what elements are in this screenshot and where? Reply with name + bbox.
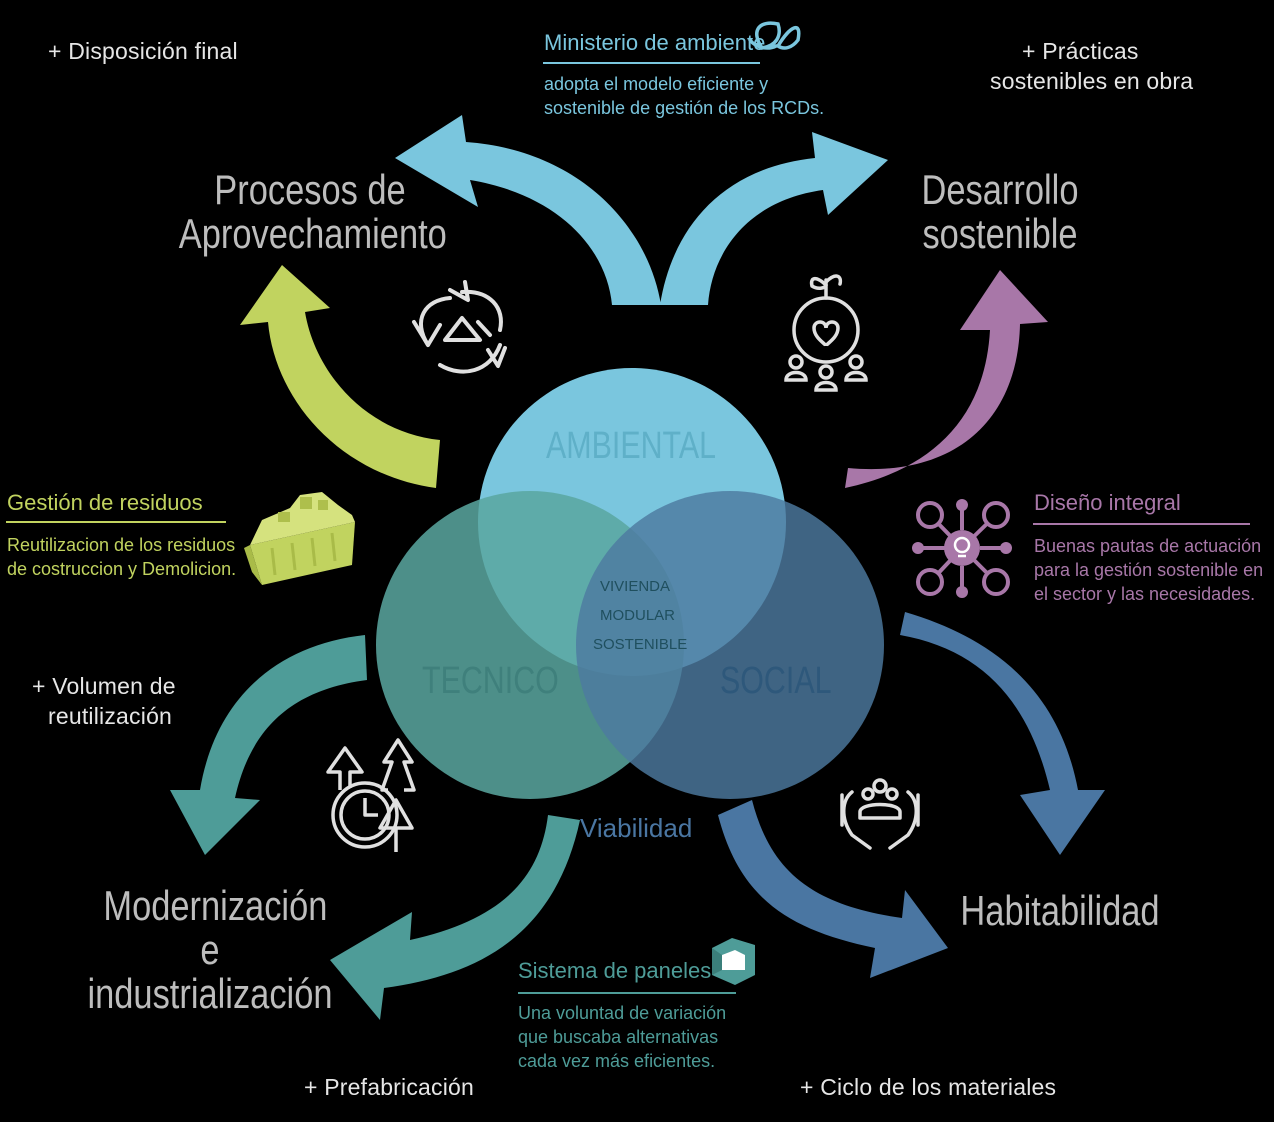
callout-sistema-line1: Una voluntad de variación — [518, 1003, 727, 1023]
callout-diseno-title: Diseño integral — [1034, 490, 1181, 515]
callout-sistema-line3: cada vez más eficientes. — [518, 1051, 716, 1071]
label-center-line1: VIVIENDA — [600, 578, 671, 595]
note-practicas-2: sostenibles en obra — [990, 68, 1194, 94]
note-volumen-2: reutilización — [48, 703, 173, 729]
label-tecnico: TECNICO — [422, 660, 559, 702]
heading-habitabilidad: Habitabilidad — [960, 887, 1160, 934]
callout-sistema-title: Sistema de paneles — [518, 958, 712, 983]
arrow-teal-left — [170, 635, 367, 855]
recycle-icon — [412, 280, 507, 374]
label-social: SOCIAL — [720, 660, 832, 702]
network-idea-icon — [912, 499, 1012, 598]
label-ambiental: AMBIENTAL — [546, 425, 717, 467]
hands-community-icon — [840, 778, 920, 850]
arrow-green — [240, 265, 440, 488]
arrow-purple — [845, 270, 1048, 488]
heading-desarrollo-2: sostenible — [922, 210, 1078, 257]
heading-desarrollo-1: Desarrollo — [921, 166, 1079, 213]
note-ciclo: + Ciclo de los materiales — [800, 1074, 1057, 1100]
callout-diseno-line2: para la gestión sostenible en — [1034, 560, 1264, 580]
label-center-line3: SOSTENIBLE — [593, 636, 688, 653]
panel-box-icon — [712, 938, 755, 985]
callout-ministerio-title: Ministerio de ambiente — [544, 30, 766, 55]
waste-container-icon — [244, 492, 355, 585]
callout-ministerio-line1: adopta el modelo eficiente y — [544, 74, 769, 94]
heading-procesos-1: Procesos de — [214, 166, 406, 213]
arrow-blue-bottom — [718, 800, 948, 978]
heading-procesos-2: Aprovechamiento — [178, 210, 447, 257]
growth-clock-icon — [326, 738, 416, 852]
arrow-blue-right — [900, 612, 1105, 855]
note-volumen-1: + Volumen de — [32, 673, 176, 699]
callout-diseno-line3: el sector y las necesidades. — [1034, 584, 1256, 604]
note-disposicion: + Disposición final — [48, 38, 238, 64]
callout-gestion-line2: de costruccion y Demolicion. — [7, 559, 237, 579]
callout-gestion-title: Gestión de residuos — [7, 490, 203, 515]
arrow-teal-bottom — [330, 815, 580, 1020]
heading-modernizacion-1: Modernización — [103, 882, 328, 929]
callout-ministerio-line2: sostenible de gestión de los RCDs. — [544, 98, 825, 118]
label-viabilidad: Viabilidad — [580, 813, 693, 843]
callout-gestion-line1: Reutilizacion de los residuos — [7, 535, 236, 555]
heading-modernizacion-3: industrialización — [87, 970, 333, 1017]
arrow-up-right — [660, 132, 888, 305]
circle-social — [576, 491, 884, 799]
leaves-icon — [748, 21, 801, 50]
earth-people-icon — [784, 274, 868, 392]
note-practicas-1: + Prácticas — [1022, 38, 1139, 64]
note-prefabricacion: + Prefabricación — [304, 1074, 475, 1100]
callout-diseno-line1: Buenas pautas de actuación — [1034, 536, 1262, 556]
callout-sistema-line2: que buscaba alternativas — [518, 1027, 719, 1047]
heading-modernizacion-2: e — [200, 926, 220, 973]
arrow-up-left — [395, 115, 661, 305]
label-center-line2: MODULAR — [600, 607, 676, 624]
